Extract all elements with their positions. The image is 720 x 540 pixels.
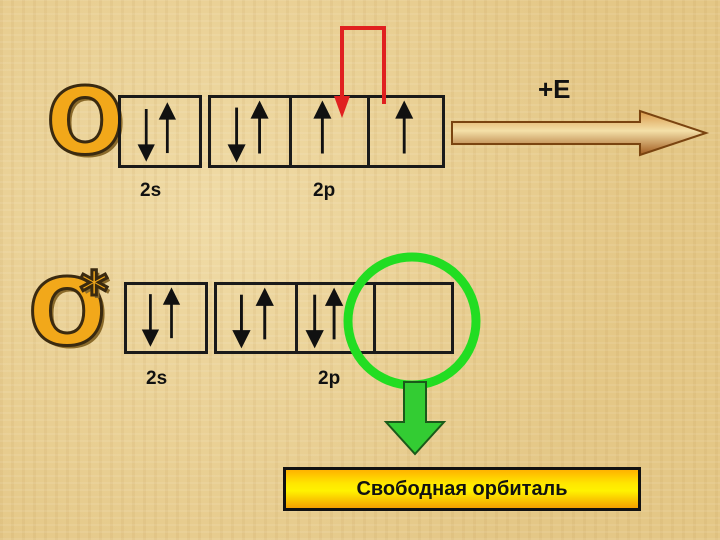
- free-orbital-label: Свободная орбиталь: [356, 477, 568, 500]
- excited-2p-cell-3-empty: [373, 285, 457, 351]
- electron-transfer-arrow: [334, 26, 386, 118]
- ground-oxygen-symbol: O: [44, 68, 125, 175]
- excited-2p-orbital-box: [214, 282, 454, 354]
- ground-2p-cell-3: [367, 98, 448, 165]
- ground-2p-cell-2: [289, 98, 370, 165]
- ground-2s-orbital-box: [118, 95, 202, 168]
- excited-oxygen-symbol: O: [26, 259, 107, 366]
- excited-2p-label: 2p: [318, 368, 341, 389]
- ground-2p-orbital-box: [208, 95, 445, 168]
- excited-2s-orbital-box: [124, 282, 208, 354]
- ground-2s-label: 2s: [140, 180, 162, 201]
- free-orbital-label-box: Свободная орбиталь: [283, 467, 641, 511]
- ground-2p-cell-1: [211, 98, 289, 165]
- ground-2s-electron-pair: [137, 102, 176, 162]
- excited-2p-cell-2: [295, 285, 376, 351]
- excited-2s-label: 2s: [146, 368, 168, 389]
- excited-2p-cell-1: [217, 285, 295, 351]
- free-orbital-highlight-circle: [343, 252, 481, 390]
- down-arrow: [383, 381, 447, 456]
- ground-2p-label: 2p: [313, 180, 336, 201]
- energy-label: +E: [538, 74, 571, 104]
- energy-arrow: [451, 109, 710, 157]
- excited-state-star: *: [78, 260, 109, 323]
